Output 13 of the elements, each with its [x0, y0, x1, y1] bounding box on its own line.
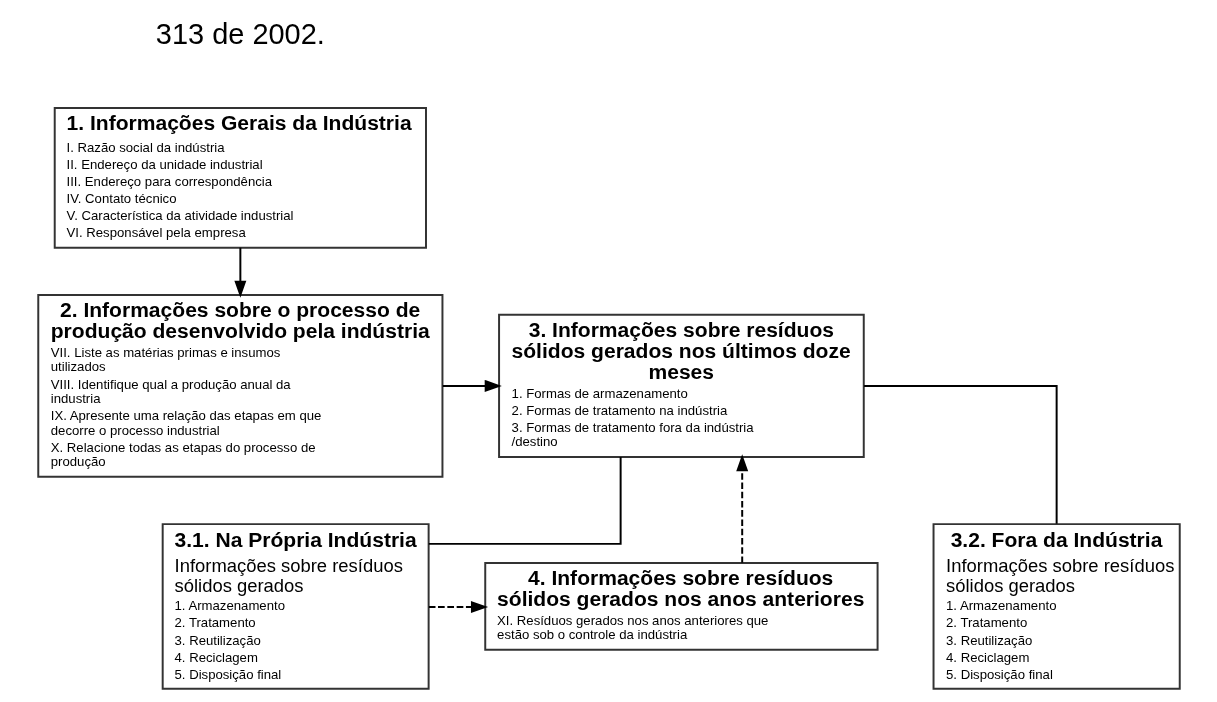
label: 313 de 2002.: [155, 18, 325, 51]
node-box: 3.2. Fora da Indústria Informações sobre resíduos sólidos gerados 1. Armazenamento 2. Tratamento 3. Reutilização 4. Reciclagem 5. Disposição final: [932, 523, 1181, 690]
node-box: 3. Informações sobre resíduos sólidos gerados nos últimos doze meses 1. Formas de armazenamento 2. Formas de tratamento na indústria 3. Formas de tratamento fora da indústria /destino: [497, 313, 865, 458]
arrow: [427, 601, 488, 614]
arrow: [233, 246, 246, 298]
node-box: 3.1. Na Própria Indústria Informações sobre resíduos sólidos gerados 1. Armazenamento 2. Tratamento 3. Reutilização 4. Reciclagem 5. Disposição final: [161, 523, 430, 690]
arrow: [441, 379, 502, 392]
arrow: [735, 454, 748, 564]
connector: [862, 384, 1058, 525]
connector: [427, 456, 622, 545]
node-box: 1. Informações Gerais da Indústria I. Razão social da indústria II. Endereço da unidade industrial III. Endereço para correspondência IV. Contato técnico V. Característica da atividade industrial VI. Responsável pela empresa: [53, 107, 427, 249]
node-box: 2. Informações sobre o processo de produção desenvolvido pela indústria VII. Liste as matérias primas e insumos utilizados VIII. Identifique qual a produção anual da industria IX. Apresente uma relação das etapas em que decorre o processo industrial X. Relacione todas as etapas do processo de produção: [36, 294, 443, 478]
node-box: 4. Informações sobre resíduos sólidos gerados nos anos anteriores XI. Resíduos gerados nos anos anteriores que estão sob o controle da indústria: [483, 562, 879, 651]
